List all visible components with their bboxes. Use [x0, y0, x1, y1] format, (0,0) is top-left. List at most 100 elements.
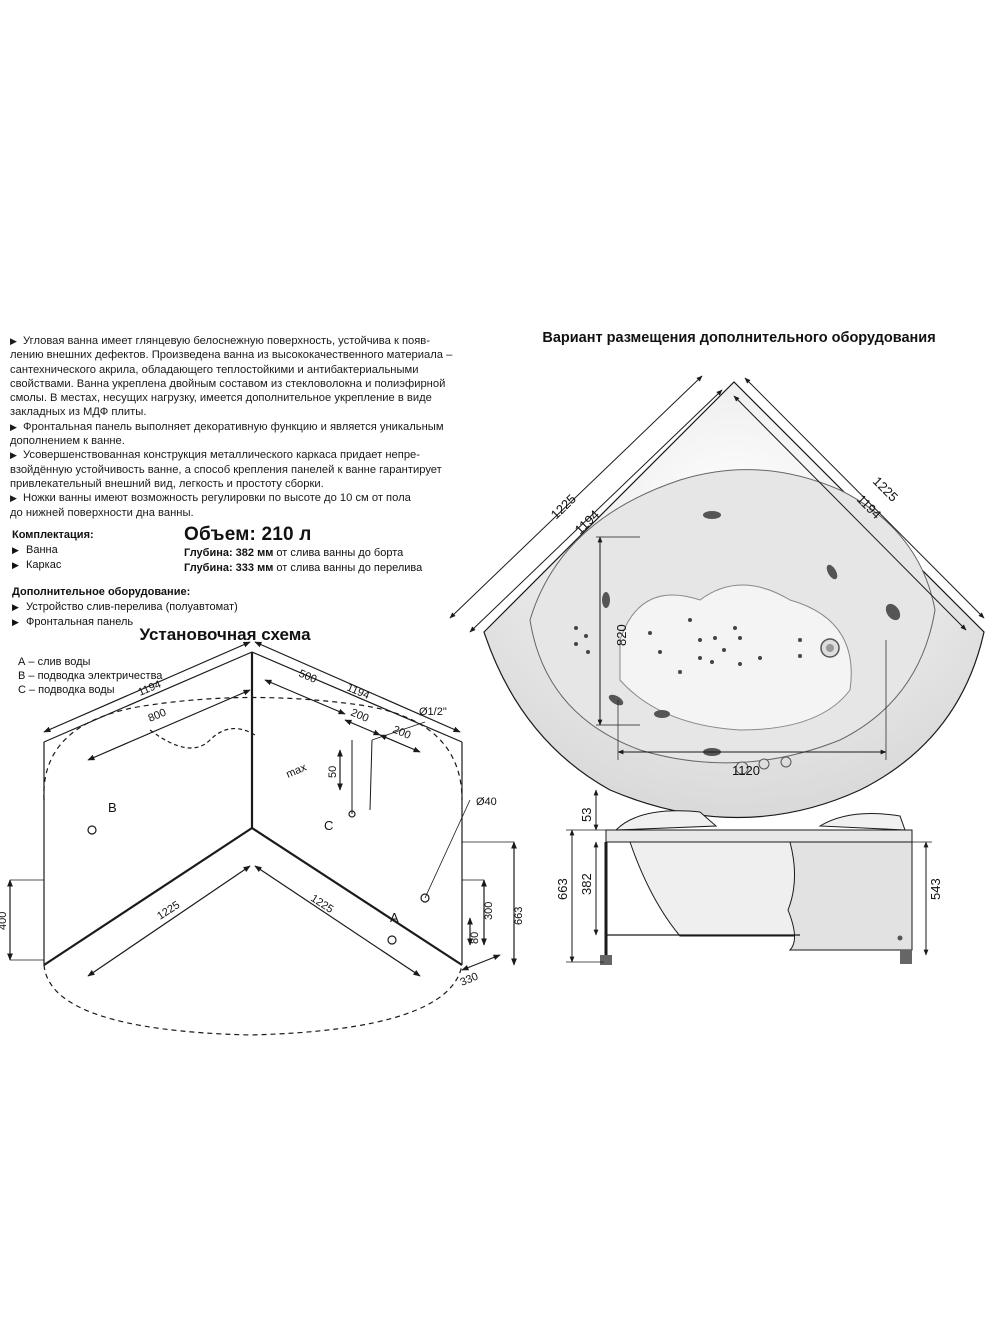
description-block: ▶Угловая ванна имеет глянцевую белоснежн… [10, 334, 472, 520]
air-jet [698, 638, 702, 642]
dim-663: 663 [555, 878, 570, 900]
extra-equipment-list: Дополнительное оборудование: ▶Устройство… [12, 585, 312, 630]
desc-line: до нижней поверхности дна ванны. [10, 506, 194, 519]
dim-1225-top-right: 1225 [870, 474, 901, 505]
dim-1225-left: 1225 [155, 899, 182, 922]
air-jet [574, 626, 578, 630]
kit-item: ▶Ванна [12, 544, 58, 556]
headrest-right [818, 813, 906, 831]
drain-a [387, 935, 397, 945]
rim [605, 829, 913, 843]
desc-line: ▶Ножки ванны имеют возможность регулиров… [10, 492, 411, 505]
installation-schema [7, 641, 517, 1036]
desc-line: ▶Усовершенствованная конструкция металли… [10, 449, 421, 462]
tub-side-profile [629, 841, 801, 937]
desc-line: закладных из МДФ плиты. [10, 406, 147, 419]
mark-c: C [324, 818, 333, 833]
dim-line-500 [264, 679, 346, 715]
dim-line-200b [379, 734, 421, 753]
side-view: 53 663 382 543 [555, 789, 943, 965]
dim-400: 400 [0, 912, 9, 930]
air-jet [733, 626, 737, 630]
dim-50: 50 [327, 766, 339, 778]
leader-line [371, 721, 426, 741]
dim-line-1225-left [87, 865, 251, 977]
volume-block: Объем: 210 л Глубина: 382 мм от слива ва… [184, 524, 484, 576]
dim-line-800 [87, 689, 251, 761]
dim-53: 53 [579, 808, 594, 822]
air-jet [798, 638, 802, 642]
air-jet [586, 650, 590, 654]
extra-item: ▶Устройство слив-перелива (полуавтомат) [12, 601, 238, 613]
desc-line: привлекательный внешний вид, легкость и … [10, 477, 324, 490]
air-jet [678, 670, 682, 674]
top-view-dimensions [449, 375, 985, 760]
dim-200a: 200 [349, 707, 371, 725]
headrest-left [614, 810, 718, 831]
dim-line-1194-left [43, 641, 251, 733]
front-panel [787, 841, 913, 951]
dim-500: 500 [297, 668, 319, 686]
dim-line-1194-top-right [733, 395, 967, 631]
mark-b: B [108, 800, 117, 815]
mark-a: А [390, 910, 399, 925]
air-jet [584, 634, 588, 638]
dim-1194-right: 1194 [345, 682, 371, 702]
dim-663: 663 [513, 907, 525, 925]
volume-title: Объем: 210 л [184, 524, 312, 545]
dim-1120: 1120 [732, 763, 760, 778]
kit-item: ▶Каркас [12, 559, 62, 571]
desc-line: лению внешних дефектов. Произведена ванн… [10, 349, 453, 362]
air-jet [722, 648, 726, 652]
leg-foot [600, 955, 612, 965]
desc-line: дополнением к ванне. [10, 435, 125, 448]
water-pipe [369, 739, 373, 811]
dim-1225-right: 1225 [308, 892, 335, 915]
depth-line-1: Глубина: 382 мм от слива ванны до борта [184, 547, 404, 559]
dim-pipe-diameter: Ø1/2" [419, 706, 447, 718]
drain-outlet [420, 893, 430, 903]
kit-list: Комплектация: ▶Ванна ▶Каркас [12, 528, 192, 573]
jet [703, 511, 721, 519]
desc-line: ▶Угловая ванна имеет глянцевую белоснежн… [10, 335, 430, 347]
panel-screw [897, 935, 903, 941]
air-jet [738, 662, 742, 666]
air-jet [574, 642, 578, 646]
air-jet [648, 631, 652, 635]
desc-line: сантехнического акрила, обладающего тепл… [10, 363, 419, 376]
equipment-layout-title: Вариант размещения дополнительного обору… [542, 330, 936, 346]
air-jet [798, 654, 802, 658]
wall-top-left [43, 651, 253, 743]
dim-820: 820 [614, 624, 629, 646]
leg-foot [900, 950, 912, 964]
dim-1225-top-left: 1225 [548, 491, 579, 522]
jet [608, 694, 624, 706]
dim-80: 80 [469, 932, 481, 944]
jet [602, 592, 610, 608]
air-jet [713, 636, 717, 640]
dim-382: 382 [579, 873, 594, 895]
desc-line: взойдённую устойчивость ванне, а способ … [10, 463, 442, 476]
installation-schema-labels: 1194 800 500 1194 200 200 max 50 Ø1/2" Ø… [0, 668, 525, 989]
drain-center [826, 644, 834, 652]
floor-edge-right [251, 827, 463, 966]
air-jet [658, 650, 662, 654]
dim-line-200a [344, 719, 381, 736]
dim-line-1194-top-left [469, 389, 723, 633]
dim-max: max [284, 761, 308, 780]
dim-200b: 200 [391, 724, 413, 742]
control-button [735, 761, 749, 775]
kit-heading: Комплектация: [12, 529, 94, 541]
control-button [758, 758, 770, 770]
jet [654, 710, 670, 718]
control-button [780, 756, 792, 768]
dim-drain-diameter: Ø40 [476, 796, 497, 808]
leader-line [424, 799, 471, 899]
air-jet [758, 656, 762, 660]
power-connection-b [87, 825, 97, 835]
dim-800: 800 [146, 707, 168, 725]
top-view: 1225 1194 1225 1194 820 1120 [449, 375, 985, 819]
dim-line-1225-right [254, 865, 421, 977]
air-jet [710, 660, 714, 664]
tub-outline-bottom [43, 964, 463, 1036]
